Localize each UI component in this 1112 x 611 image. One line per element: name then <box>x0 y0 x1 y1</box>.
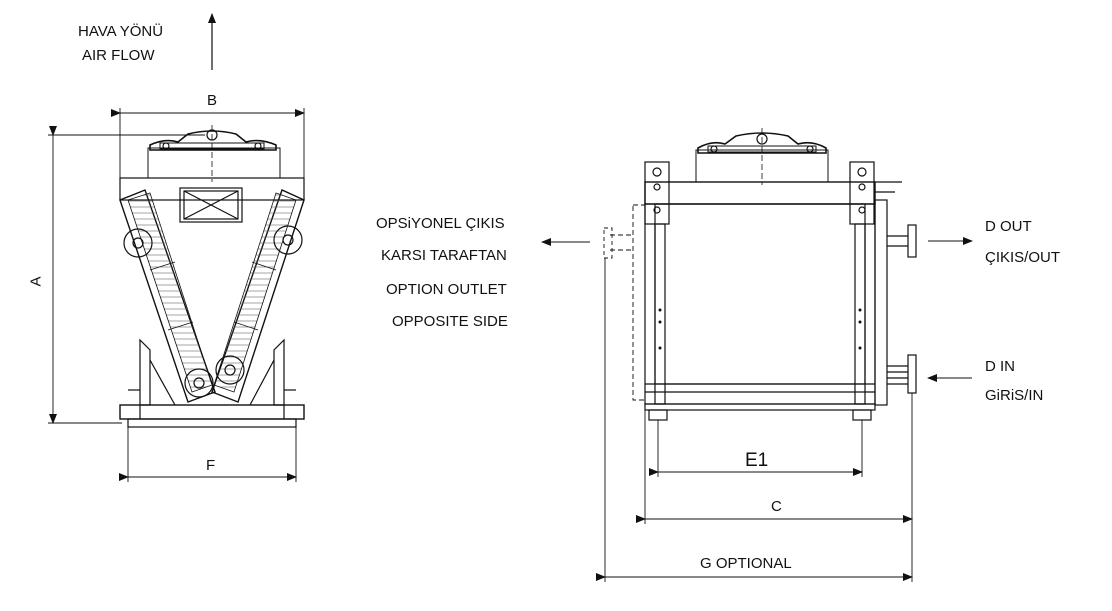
dimension-e1-line <box>649 420 863 477</box>
inlet-label-line2: GiRiS/IN <box>985 387 1044 404</box>
dimension-a-label: A <box>27 276 45 287</box>
outlet-label-line1: D OUT <box>985 218 1032 235</box>
dimension-a-line <box>48 126 205 424</box>
dimension-b-line <box>111 108 305 178</box>
dimension-e1-label: E1 <box>745 450 769 471</box>
option-outlet-line3: OPTION OUTLET <box>386 281 507 298</box>
outlet-label-line2: ÇIKIS/OUT <box>985 249 1061 266</box>
inlet-label-line1: D IN <box>985 358 1015 375</box>
dimension-g-label: G OPTIONAL <box>700 555 792 572</box>
front-view-drawing <box>603 128 917 421</box>
option-outlet-line4: OPPOSITE SIDE <box>392 313 508 330</box>
option-outlet-line2: KARSI TARAFTAN <box>381 247 507 264</box>
air-flow-label-tr: HAVA YÖNÜ <box>78 23 164 40</box>
dimension-g-line <box>596 258 913 582</box>
side-view-drawing <box>119 125 305 428</box>
dimension-c-line <box>636 393 913 582</box>
dimension-c-label: C <box>771 498 782 515</box>
dimension-f-label: F <box>206 457 216 474</box>
option-outlet-line1: OPSiYONEL ÇIKIS <box>376 215 505 232</box>
dimension-f-line <box>119 427 297 482</box>
air-flow-label-en: AIR FLOW <box>82 47 155 64</box>
dimension-b-label: B <box>207 92 218 109</box>
